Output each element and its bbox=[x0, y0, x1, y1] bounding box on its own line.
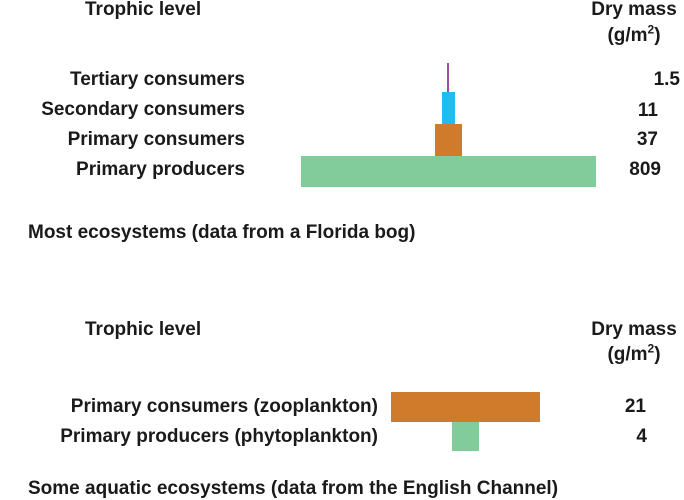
bar-zooplankton bbox=[391, 392, 540, 422]
value-primary-consumers: 37 bbox=[636, 129, 658, 150]
level-label-zooplankton: Primary consumers (zooplankton) bbox=[70, 396, 378, 417]
value-tertiary: 1.5 bbox=[653, 69, 680, 90]
value-phytoplankton: 4 bbox=[636, 426, 647, 447]
value-zooplankton: 21 bbox=[624, 396, 646, 417]
bar-primary-producers bbox=[301, 156, 596, 187]
bar-secondary bbox=[442, 92, 455, 124]
trophic-level-heading: Trophic level bbox=[85, 0, 202, 20]
level-label-phytoplankton: Primary producers (phytoplankton) bbox=[60, 426, 378, 447]
level-label-tertiary: Tertiary consumers bbox=[70, 69, 245, 90]
bar-phytoplankton bbox=[452, 422, 479, 451]
trophic-level-heading-2: Trophic level bbox=[85, 319, 202, 340]
dry-mass-unit: (g/m2) bbox=[607, 22, 661, 46]
value-primary-producers: 809 bbox=[629, 159, 661, 180]
level-label-primary-consumers: Primary consumers bbox=[67, 129, 245, 150]
dry-mass-heading-2: Dry mass bbox=[591, 319, 677, 340]
value-secondary: 11 bbox=[637, 100, 658, 121]
bar-primary-consumers bbox=[435, 124, 462, 156]
caption-pyramid-1: Most ecosystems (data from a Florida bog… bbox=[28, 222, 416, 243]
caption-pyramid-2: Some aquatic ecosystems (data from the E… bbox=[28, 478, 559, 499]
dry-mass-unit-2: (g/m2) bbox=[607, 341, 661, 365]
level-label-primary-producers: Primary producers bbox=[76, 159, 245, 180]
bar-tertiary bbox=[447, 63, 449, 92]
level-label-secondary: Secondary consumers bbox=[41, 99, 245, 120]
dry-mass-heading: Dry mass bbox=[591, 0, 677, 20]
